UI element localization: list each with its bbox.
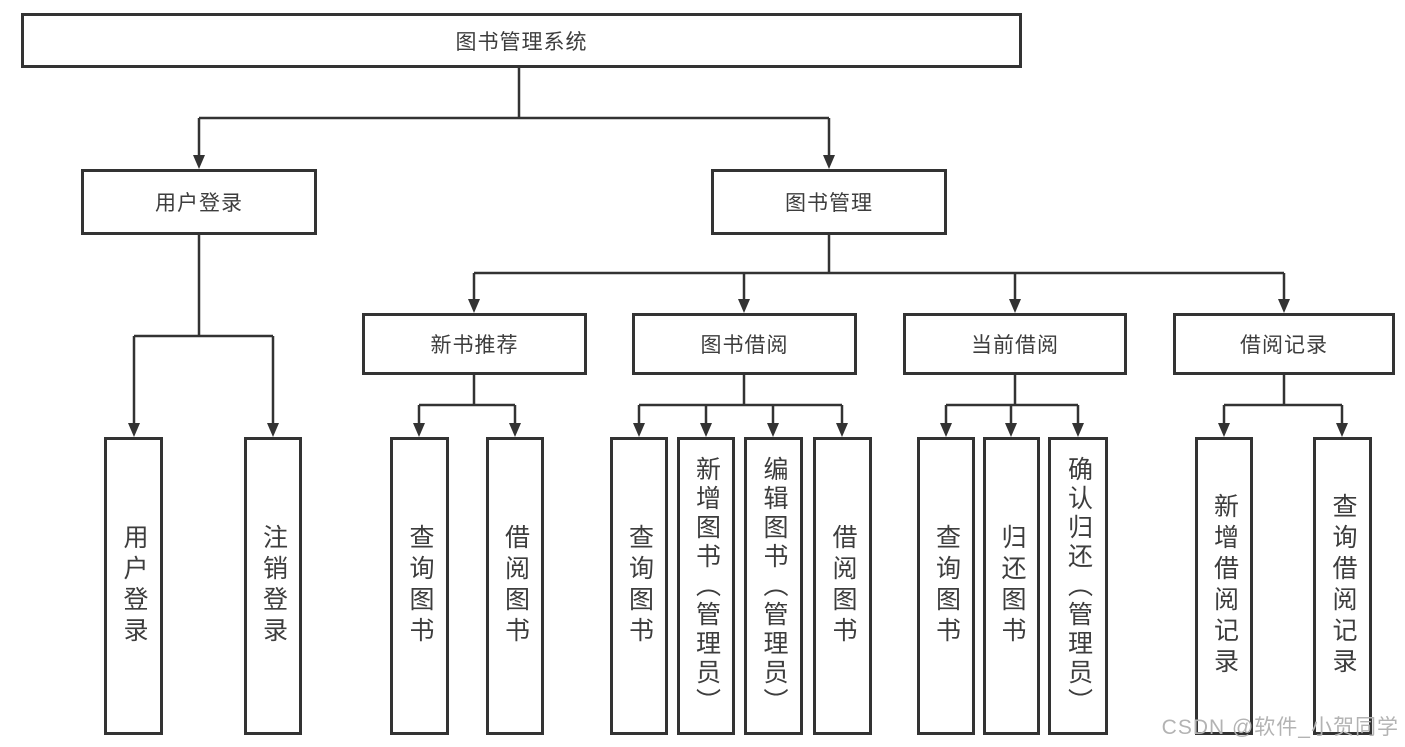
node-library-system: 图书管理系统	[21, 13, 1022, 68]
arrowhead-icons	[128, 155, 1348, 437]
node-br-query-record: 查询借阅记录	[1313, 437, 1372, 735]
node-current-borrowing: 当前借阅	[903, 313, 1127, 375]
node-new-book-recommend: 新书推荐	[362, 313, 587, 375]
node-borrowing-records: 借阅记录	[1173, 313, 1395, 375]
node-logout: 注销登录	[244, 437, 302, 735]
node-user-login: 用户登录	[81, 169, 317, 235]
node-bb-borrow-books: 借阅图书	[813, 437, 872, 735]
node-bb-edit-books-admin: 编辑图书（管理员）	[744, 437, 803, 735]
node-cb-return-books: 归还图书	[983, 437, 1040, 735]
node-user-login-action: 用户登录	[104, 437, 163, 735]
node-br-add-record: 新增借阅记录	[1195, 437, 1253, 735]
csdn-watermark: CSDN @软件_小贺同学	[1161, 716, 1399, 739]
node-cb-query-books: 查询图书	[917, 437, 975, 735]
node-nbr-borrow-books: 借阅图书	[486, 437, 544, 735]
node-bb-query-books: 查询图书	[610, 437, 668, 735]
node-book-borrowing: 图书借阅	[632, 313, 857, 375]
node-bb-add-books-admin: 新增图书（管理员）	[677, 437, 735, 735]
node-book-management: 图书管理	[711, 169, 947, 235]
node-nbr-query-books: 查询图书	[390, 437, 449, 735]
node-cb-confirm-return-admin: 确认归还（管理员）	[1048, 437, 1108, 735]
